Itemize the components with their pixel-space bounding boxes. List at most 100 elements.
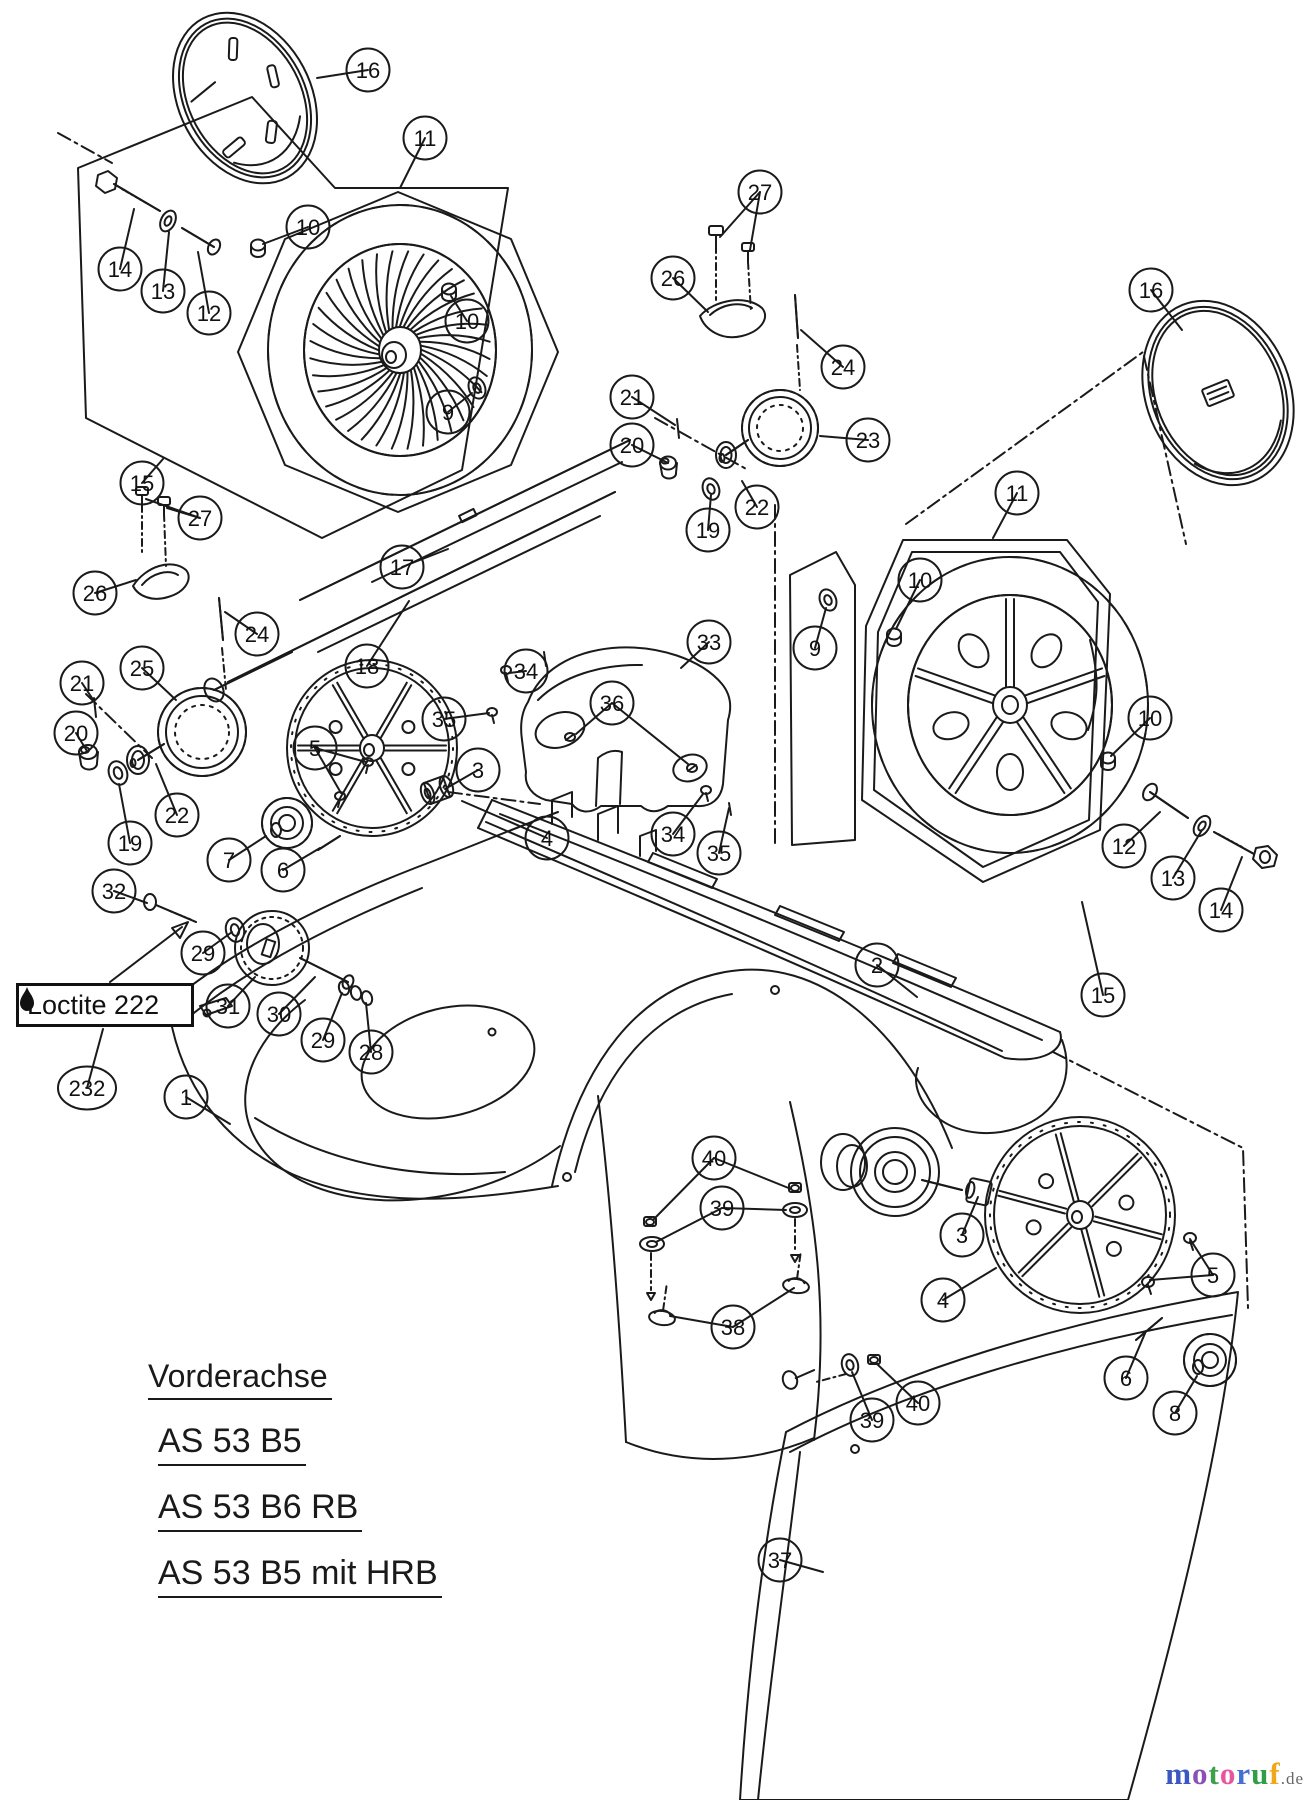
callout-10: 10 xyxy=(897,557,943,603)
motoruf-logo-suffix: .de xyxy=(1280,1769,1304,1788)
callout-13: 13 xyxy=(1150,855,1196,901)
svg-text:24: 24 xyxy=(831,355,855,380)
svg-text:17: 17 xyxy=(390,555,414,580)
svg-text:1: 1 xyxy=(180,1085,192,1110)
callout-32: 32 xyxy=(91,868,137,914)
motoruf-logo-letters: motoruf xyxy=(1165,1756,1281,1791)
svg-text:16: 16 xyxy=(1139,278,1163,303)
svg-text:40: 40 xyxy=(906,1391,930,1416)
callout-26: 26 xyxy=(72,570,118,616)
title-block: Vorderachse AS 53 B5 AS 53 B6 RB AS 53 B… xyxy=(130,1358,442,1598)
svg-text:29: 29 xyxy=(311,1028,335,1053)
callout-10: 10 xyxy=(285,204,331,250)
callout-21: 21 xyxy=(609,374,655,420)
svg-text:20: 20 xyxy=(64,721,88,746)
callout-2: 2 xyxy=(854,942,900,988)
svg-text:10: 10 xyxy=(296,215,320,240)
svg-text:2: 2 xyxy=(871,953,883,978)
callout-1: 1 xyxy=(163,1074,209,1120)
callout-11: 11 xyxy=(402,115,448,161)
callout-15: 15 xyxy=(119,460,165,506)
svg-text:12: 12 xyxy=(1112,834,1136,859)
callout-9: 9 xyxy=(792,625,838,671)
loctite-note-box: Loctite 222 xyxy=(16,983,194,1027)
model-line-3: AS 53 B5 mit HRB xyxy=(158,1554,442,1598)
callout-11: 11 xyxy=(994,470,1040,516)
svg-text:40: 40 xyxy=(702,1146,726,1171)
svg-text:21: 21 xyxy=(620,385,644,410)
loctite-drop-icon xyxy=(20,987,34,1011)
callout-232: 232 xyxy=(57,1065,117,1111)
callout-6: 6 xyxy=(1103,1355,1149,1401)
callout-39: 39 xyxy=(699,1185,745,1231)
model-line-2: AS 53 B6 RB xyxy=(158,1488,363,1532)
right-wheel-assembly xyxy=(789,299,1295,883)
svg-text:35: 35 xyxy=(707,841,731,866)
svg-text:27: 27 xyxy=(748,180,772,205)
svg-text:18: 18 xyxy=(355,654,379,679)
svg-text:13: 13 xyxy=(1161,866,1185,891)
svg-text:15: 15 xyxy=(1091,983,1115,1008)
callout-27: 27 xyxy=(177,495,223,541)
callout-29: 29 xyxy=(300,1017,346,1063)
svg-text:7: 7 xyxy=(223,848,235,873)
svg-text:32: 32 xyxy=(102,879,126,904)
callout-19: 19 xyxy=(107,820,153,866)
svg-text:22: 22 xyxy=(165,803,189,828)
svg-text:29: 29 xyxy=(191,941,215,966)
svg-text:26: 26 xyxy=(661,266,685,291)
model-line-1: AS 53 B5 xyxy=(158,1422,306,1466)
callout-28: 28 xyxy=(348,1029,394,1075)
svg-text:20: 20 xyxy=(620,433,644,458)
logo-letter: o xyxy=(1219,1756,1237,1791)
left-wheel-fasteners xyxy=(250,238,487,400)
pinion-gear-7 xyxy=(261,797,341,851)
callout-16: 16 xyxy=(345,47,391,93)
callout-36: 36 xyxy=(589,680,635,726)
svg-text:4: 4 xyxy=(937,1288,949,1313)
callout-18: 18 xyxy=(344,643,390,689)
svg-text:4: 4 xyxy=(541,826,553,851)
svg-text:9: 9 xyxy=(442,400,454,425)
callout-8: 8 xyxy=(1152,1390,1198,1436)
callout-33: 33 xyxy=(686,619,732,665)
lower-right-spoke-wheel xyxy=(984,1116,1237,1387)
callout-17: 17 xyxy=(379,544,425,590)
callout-12: 12 xyxy=(1101,823,1147,869)
callout-22: 22 xyxy=(154,792,200,838)
callout-24: 24 xyxy=(234,611,280,657)
right-wheel-spokes xyxy=(914,598,1106,795)
callout-35: 35 xyxy=(421,696,467,742)
motoruf-logo[interactable]: motoruf.de xyxy=(1165,1756,1304,1792)
svg-text:38: 38 xyxy=(721,1315,745,1340)
svg-text:27: 27 xyxy=(188,506,212,531)
callout-29: 29 xyxy=(180,930,226,976)
callout-31: 31 xyxy=(205,983,251,1029)
leader-lines xyxy=(75,69,1243,1573)
logo-letter: u xyxy=(1251,1756,1270,1791)
svg-text:30: 30 xyxy=(267,1002,291,1027)
callout-40: 40 xyxy=(691,1135,737,1181)
svg-text:34: 34 xyxy=(514,659,538,684)
svg-text:25: 25 xyxy=(130,656,154,681)
middle-wheel-spokes xyxy=(297,681,447,815)
logo-letter: f xyxy=(1269,1756,1281,1791)
right-axle-bolt-set xyxy=(1142,782,1278,869)
ratchet-hub-assembly xyxy=(109,893,374,1006)
callout-26: 26 xyxy=(650,255,696,301)
callout-5: 5 xyxy=(1190,1252,1236,1298)
callout-30: 30 xyxy=(256,991,302,1037)
left-hubcap xyxy=(172,11,318,185)
svg-text:31: 31 xyxy=(216,994,240,1019)
callout-3: 3 xyxy=(939,1212,985,1258)
callout-3: 3 xyxy=(455,747,501,793)
callout-4: 4 xyxy=(524,815,570,861)
callout-34: 34 xyxy=(503,648,549,694)
callout-34: 34 xyxy=(650,811,696,857)
callout-10: 10 xyxy=(444,298,490,344)
svg-text:37: 37 xyxy=(768,1548,792,1573)
right-bracket-26 xyxy=(699,225,767,339)
